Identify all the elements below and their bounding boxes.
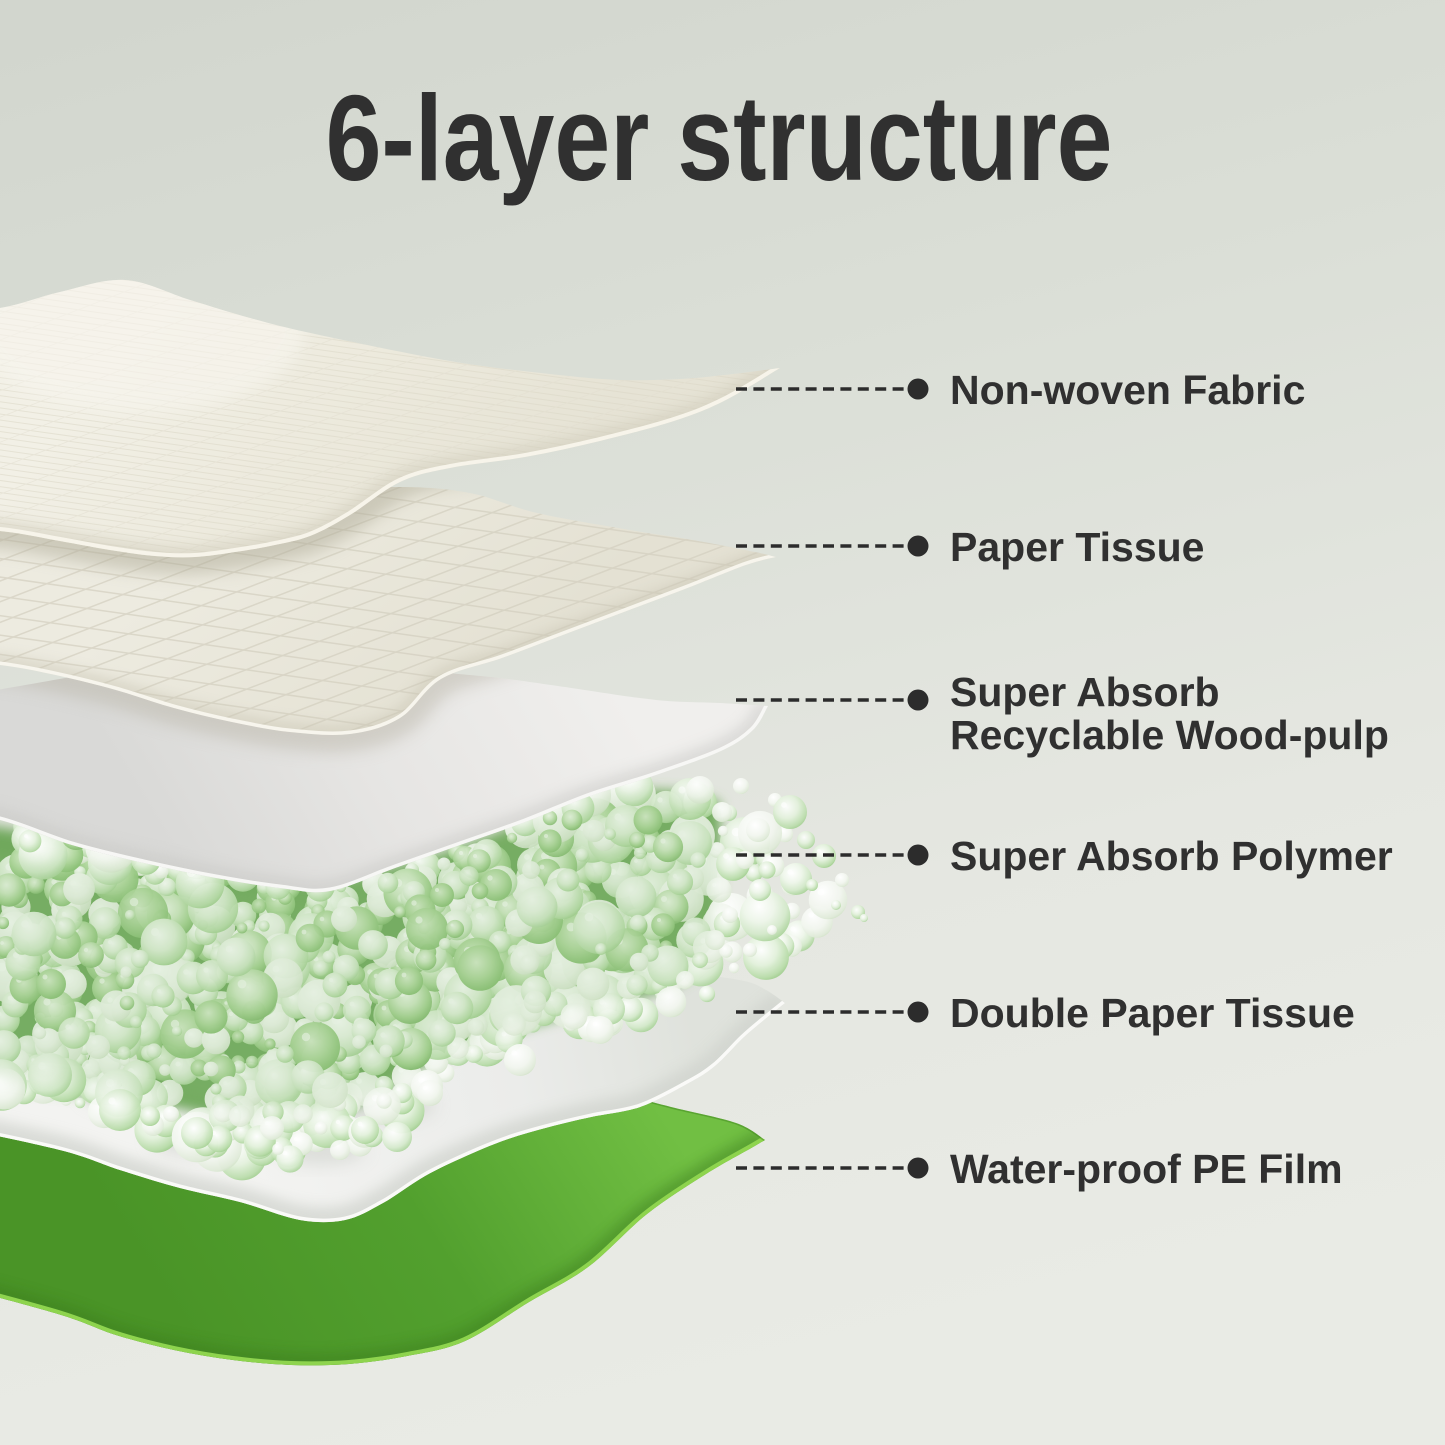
svg-text:6-layer structure: 6-layer structure — [326, 70, 1113, 206]
svg-text:Recyclable Wood-pulp: Recyclable Wood-pulp — [950, 712, 1389, 758]
svg-text:Double Paper Tissue: Double Paper Tissue — [950, 990, 1355, 1036]
svg-text:Non-woven Fabric: Non-woven Fabric — [950, 367, 1305, 413]
svg-text:Super Absorb Polymer: Super Absorb Polymer — [950, 833, 1393, 879]
svg-text:Water-proof PE Film: Water-proof PE Film — [950, 1146, 1343, 1192]
svg-text:Paper Tissue: Paper Tissue — [950, 524, 1205, 570]
svg-text:Super Absorb: Super Absorb — [950, 669, 1220, 715]
